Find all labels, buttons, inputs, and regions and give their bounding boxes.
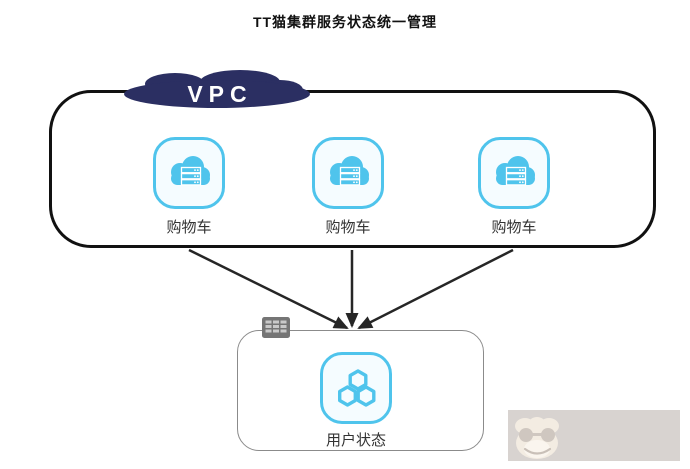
- cloud-server-icon: [478, 137, 550, 209]
- target-label: 用户状态: [325, 432, 386, 449]
- table-grid-icon: [262, 317, 290, 338]
- hexagon-cluster-icon: [320, 352, 392, 424]
- node-label: 购物车: [491, 219, 537, 236]
- cloud-server-icon: [312, 137, 384, 209]
- cartoon-face-watermark-icon: [515, 417, 559, 459]
- cloud-server-icon: [153, 137, 225, 209]
- service-node-cart-1: 购物车: [129, 137, 249, 237]
- service-node-cart-3: 购物车: [454, 137, 574, 237]
- vpc-cloud-icon: VPC: [124, 70, 310, 108]
- arrow-right-to-target: [357, 248, 514, 330]
- watermark-band: [508, 410, 680, 461]
- service-node-cart-2: 购物车: [288, 137, 408, 237]
- page-title: TT猫集群服务状态统一管理: [252, 14, 438, 30]
- vpc-label: VPC: [187, 81, 252, 107]
- node-label: 购物车: [166, 219, 212, 236]
- target-node-user-status: 用户状态: [296, 352, 416, 450]
- node-label: 购物车: [325, 219, 371, 236]
